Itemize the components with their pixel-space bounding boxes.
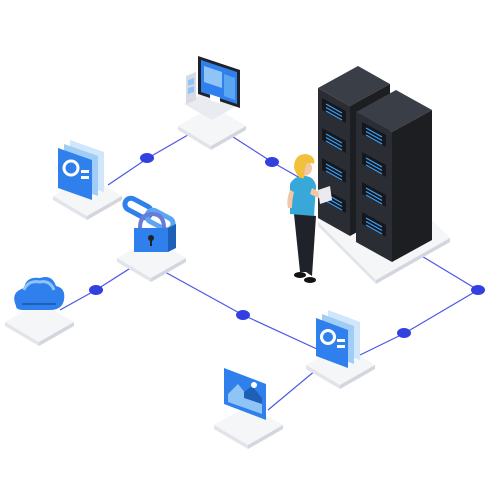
dot-6	[397, 328, 411, 338]
link-monitor-to-cards	[107, 127, 201, 186]
dot-2	[265, 157, 279, 167]
dot-3	[89, 285, 103, 295]
cloud-icon	[14, 277, 65, 310]
photo-card-icon	[224, 368, 266, 420]
stacked-cards-icon-right	[316, 310, 360, 368]
server-rack-front	[356, 90, 432, 262]
server-led	[365, 164, 383, 175]
server-led	[365, 187, 383, 198]
server-slot	[362, 122, 386, 147]
platform-cloud	[5, 302, 74, 346]
server-led	[365, 157, 383, 168]
server-led	[365, 190, 383, 202]
padlock-chain-icon	[122, 195, 176, 252]
server-led	[365, 127, 383, 138]
server-led	[325, 200, 343, 211]
link-servers-to-cards	[359, 254, 480, 356]
dot-5	[471, 285, 485, 295]
dot-1	[140, 153, 154, 163]
server-led	[325, 170, 343, 181]
server-led	[365, 194, 383, 205]
server-led	[365, 134, 383, 145]
server-led	[325, 133, 343, 144]
person-with-tablet-icon	[287, 154, 332, 283]
stacked-cards-icon-left	[58, 140, 104, 200]
server-led	[365, 217, 383, 228]
connection-dots	[89, 153, 485, 338]
link-monitor-to-servers	[229, 134, 301, 179]
server-led	[365, 224, 383, 235]
server-slot	[362, 182, 386, 207]
dot-4	[236, 310, 250, 320]
server-rack-icon	[318, 66, 432, 262]
server-led	[325, 163, 343, 174]
monitor-dashboard-icon	[184, 56, 240, 120]
server-led	[365, 220, 383, 232]
server-led	[325, 140, 343, 151]
platform-monitor	[178, 106, 246, 150]
server-slot	[362, 212, 386, 237]
server-led	[365, 160, 383, 172]
server-led	[325, 166, 343, 178]
server-led	[325, 103, 343, 114]
server-slot	[362, 152, 386, 177]
server-slot	[322, 98, 346, 123]
server-led	[365, 130, 383, 142]
server-slot	[322, 128, 346, 153]
server-led	[325, 136, 343, 148]
server-led	[325, 110, 343, 121]
server-slot	[322, 158, 346, 183]
server-led	[325, 106, 343, 118]
